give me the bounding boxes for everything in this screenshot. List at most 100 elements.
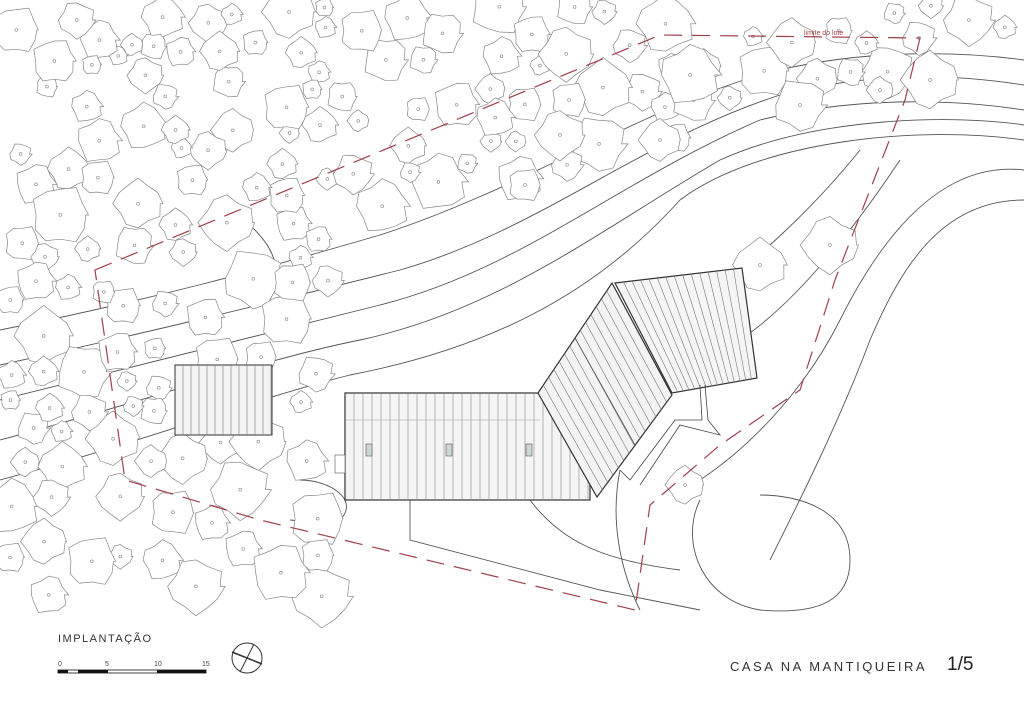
- tree-icon: [327, 82, 358, 112]
- scale-tick: 5: [105, 661, 109, 668]
- tree-icon: [119, 32, 144, 57]
- tree-icon: [276, 206, 313, 241]
- tree-icon: [167, 559, 226, 617]
- tree-icon: [422, 13, 465, 54]
- tree-icon: [635, 0, 697, 52]
- scale-tick: 10: [154, 661, 162, 668]
- tree-icon: [5, 226, 39, 261]
- tree-icon: [716, 85, 743, 111]
- north-arrow-icon: [231, 642, 263, 674]
- tree-icon: [384, 0, 434, 41]
- tree-icon: [305, 226, 333, 252]
- tree-icon: [264, 85, 310, 130]
- terrace-stairs: [619, 384, 722, 486]
- tree-icon: [0, 7, 39, 52]
- tree-icon: [260, 0, 317, 39]
- tree-icon: [142, 539, 185, 579]
- tree-icon: [82, 55, 102, 75]
- tree-icon: [199, 30, 241, 71]
- tree-icon: [661, 44, 723, 103]
- tree-icon: [36, 76, 59, 98]
- tree-icon: [308, 60, 332, 84]
- tree-icon: [81, 160, 115, 195]
- tree-icon: [364, 39, 410, 82]
- tree-icon: [242, 30, 269, 55]
- tree-icon: [168, 238, 198, 267]
- tree-icon: [9, 446, 40, 478]
- tree-icon: [732, 236, 788, 292]
- tree-icon: [410, 46, 439, 74]
- tree-icon: [557, 0, 594, 25]
- tree-icon: [55, 273, 83, 300]
- angled-wing-roof: [537, 281, 673, 499]
- tree-icon: [943, 0, 997, 48]
- tree-icon: [30, 575, 70, 613]
- tree-icon: [406, 97, 430, 121]
- tree-icon: [71, 394, 110, 432]
- tree-icon: [837, 58, 867, 86]
- tree-icon: [35, 392, 66, 422]
- tree-icon: [32, 479, 72, 517]
- tree-icon: [262, 294, 312, 344]
- drawing-title: IMPLANTAÇÃO: [58, 633, 153, 645]
- tree-icon: [552, 82, 587, 117]
- tree-icon: [775, 80, 829, 132]
- tree-icon: [479, 130, 503, 153]
- tree-icon: [504, 130, 527, 153]
- boundary-label: limite do lote: [804, 30, 843, 37]
- tree-icon: [474, 73, 506, 105]
- tree-icon: [315, 0, 335, 17]
- tree-icon: [0, 477, 42, 532]
- tree-icon: [186, 299, 226, 336]
- tree-icon: [68, 537, 117, 585]
- right-wing-roof: [614, 267, 758, 394]
- tree-icon: [220, 2, 244, 25]
- tree-icon: [509, 169, 541, 201]
- tree-icon: [146, 375, 174, 402]
- tree-icon: [46, 146, 92, 190]
- tree-icon: [166, 37, 197, 66]
- tree-icon: [286, 439, 330, 481]
- scale-tick: 0: [58, 661, 62, 668]
- tree-icon: [288, 244, 315, 270]
- tree-icon: [37, 440, 89, 490]
- lot-boundary: [94, 34, 921, 611]
- skylight: [525, 443, 533, 457]
- tree-icon: [116, 227, 155, 265]
- tree-icon: [289, 389, 314, 413]
- tree-icon: [17, 261, 58, 300]
- tree-icon: [482, 36, 523, 75]
- tree-icon: [74, 235, 102, 262]
- tree-icon: [341, 10, 383, 52]
- tree-icon: [126, 57, 165, 95]
- tree-icon: [865, 75, 894, 105]
- tree-icon: [95, 472, 146, 522]
- tree-icon: [140, 33, 168, 59]
- tree-icon: [242, 172, 273, 202]
- tree-icon: [0, 542, 25, 572]
- annex-roof: [174, 364, 273, 436]
- tree-icon: [158, 207, 194, 241]
- tree-icon: [78, 118, 124, 162]
- tree-icon: [92, 280, 116, 304]
- tree-icon: [71, 90, 105, 122]
- tree-icon: [32, 187, 90, 243]
- tree-icon: [51, 420, 74, 442]
- tree-icon: [0, 286, 25, 314]
- project-name: CASA NA MANTIQUEIRA: [730, 659, 928, 674]
- tree-icon: [472, 0, 528, 33]
- tree-icon: [311, 265, 346, 298]
- tree-icon: [400, 162, 422, 184]
- tree-icon: [213, 66, 247, 98]
- tree-icon: [112, 177, 164, 229]
- tree-icon: [98, 332, 139, 371]
- buildings: [174, 267, 758, 501]
- tree-icon: [27, 355, 60, 387]
- tree-icon: [152, 84, 180, 110]
- tree-icon: [0, 390, 22, 410]
- tree-icon: [13, 305, 74, 365]
- tree-icon: [33, 40, 77, 82]
- tree-icon: [225, 530, 264, 567]
- tree-icon: [152, 291, 180, 318]
- tree-icon: [572, 56, 634, 116]
